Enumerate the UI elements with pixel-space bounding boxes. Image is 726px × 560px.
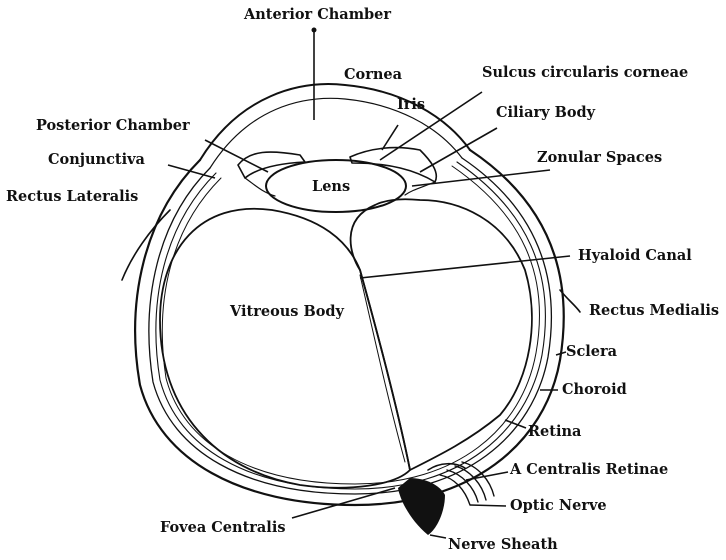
label-fovea-centralis: Fovea Centralis: [160, 519, 286, 536]
label-posterior-chamber: Posterior Chamber: [36, 117, 190, 134]
label-hyaloid-canal: Hyaloid Canal: [578, 247, 692, 264]
label-zonular-spaces: Zonular Spaces: [537, 149, 662, 166]
label-vitreous-body: Vitreous Body: [230, 303, 344, 320]
label-rectus-lateralis: Rectus Lateralis: [6, 188, 138, 205]
label-nerve-sheath: Nerve Sheath: [448, 536, 558, 553]
optic-nerve-shape: [398, 462, 494, 535]
label-retina: Retina: [528, 423, 581, 440]
eyeball-layers: [135, 150, 564, 505]
label-choroid: Choroid: [562, 381, 627, 398]
label-ciliary-body: Ciliary Body: [496, 104, 595, 121]
vitreous-compartments: [160, 199, 532, 487]
label-cornea: Cornea: [344, 66, 402, 83]
label-sclera: Sclera: [566, 343, 617, 360]
label-conjunctiva: Conjunctiva: [48, 151, 145, 168]
label-anterior-chamber: Anterior Chamber: [244, 6, 391, 23]
label-lens: Lens: [312, 178, 350, 195]
cornea-shape: [200, 84, 470, 160]
label-optic-nerve: Optic Nerve: [510, 497, 607, 514]
label-iris: Iris: [397, 96, 425, 113]
label-rectus-medialis: Rectus Medialis: [589, 302, 719, 319]
label-a-centralis-retinae: A Centralis Retinae: [510, 461, 668, 478]
label-sulcus-circularis-corneae: Sulcus circularis corneae: [482, 64, 688, 81]
